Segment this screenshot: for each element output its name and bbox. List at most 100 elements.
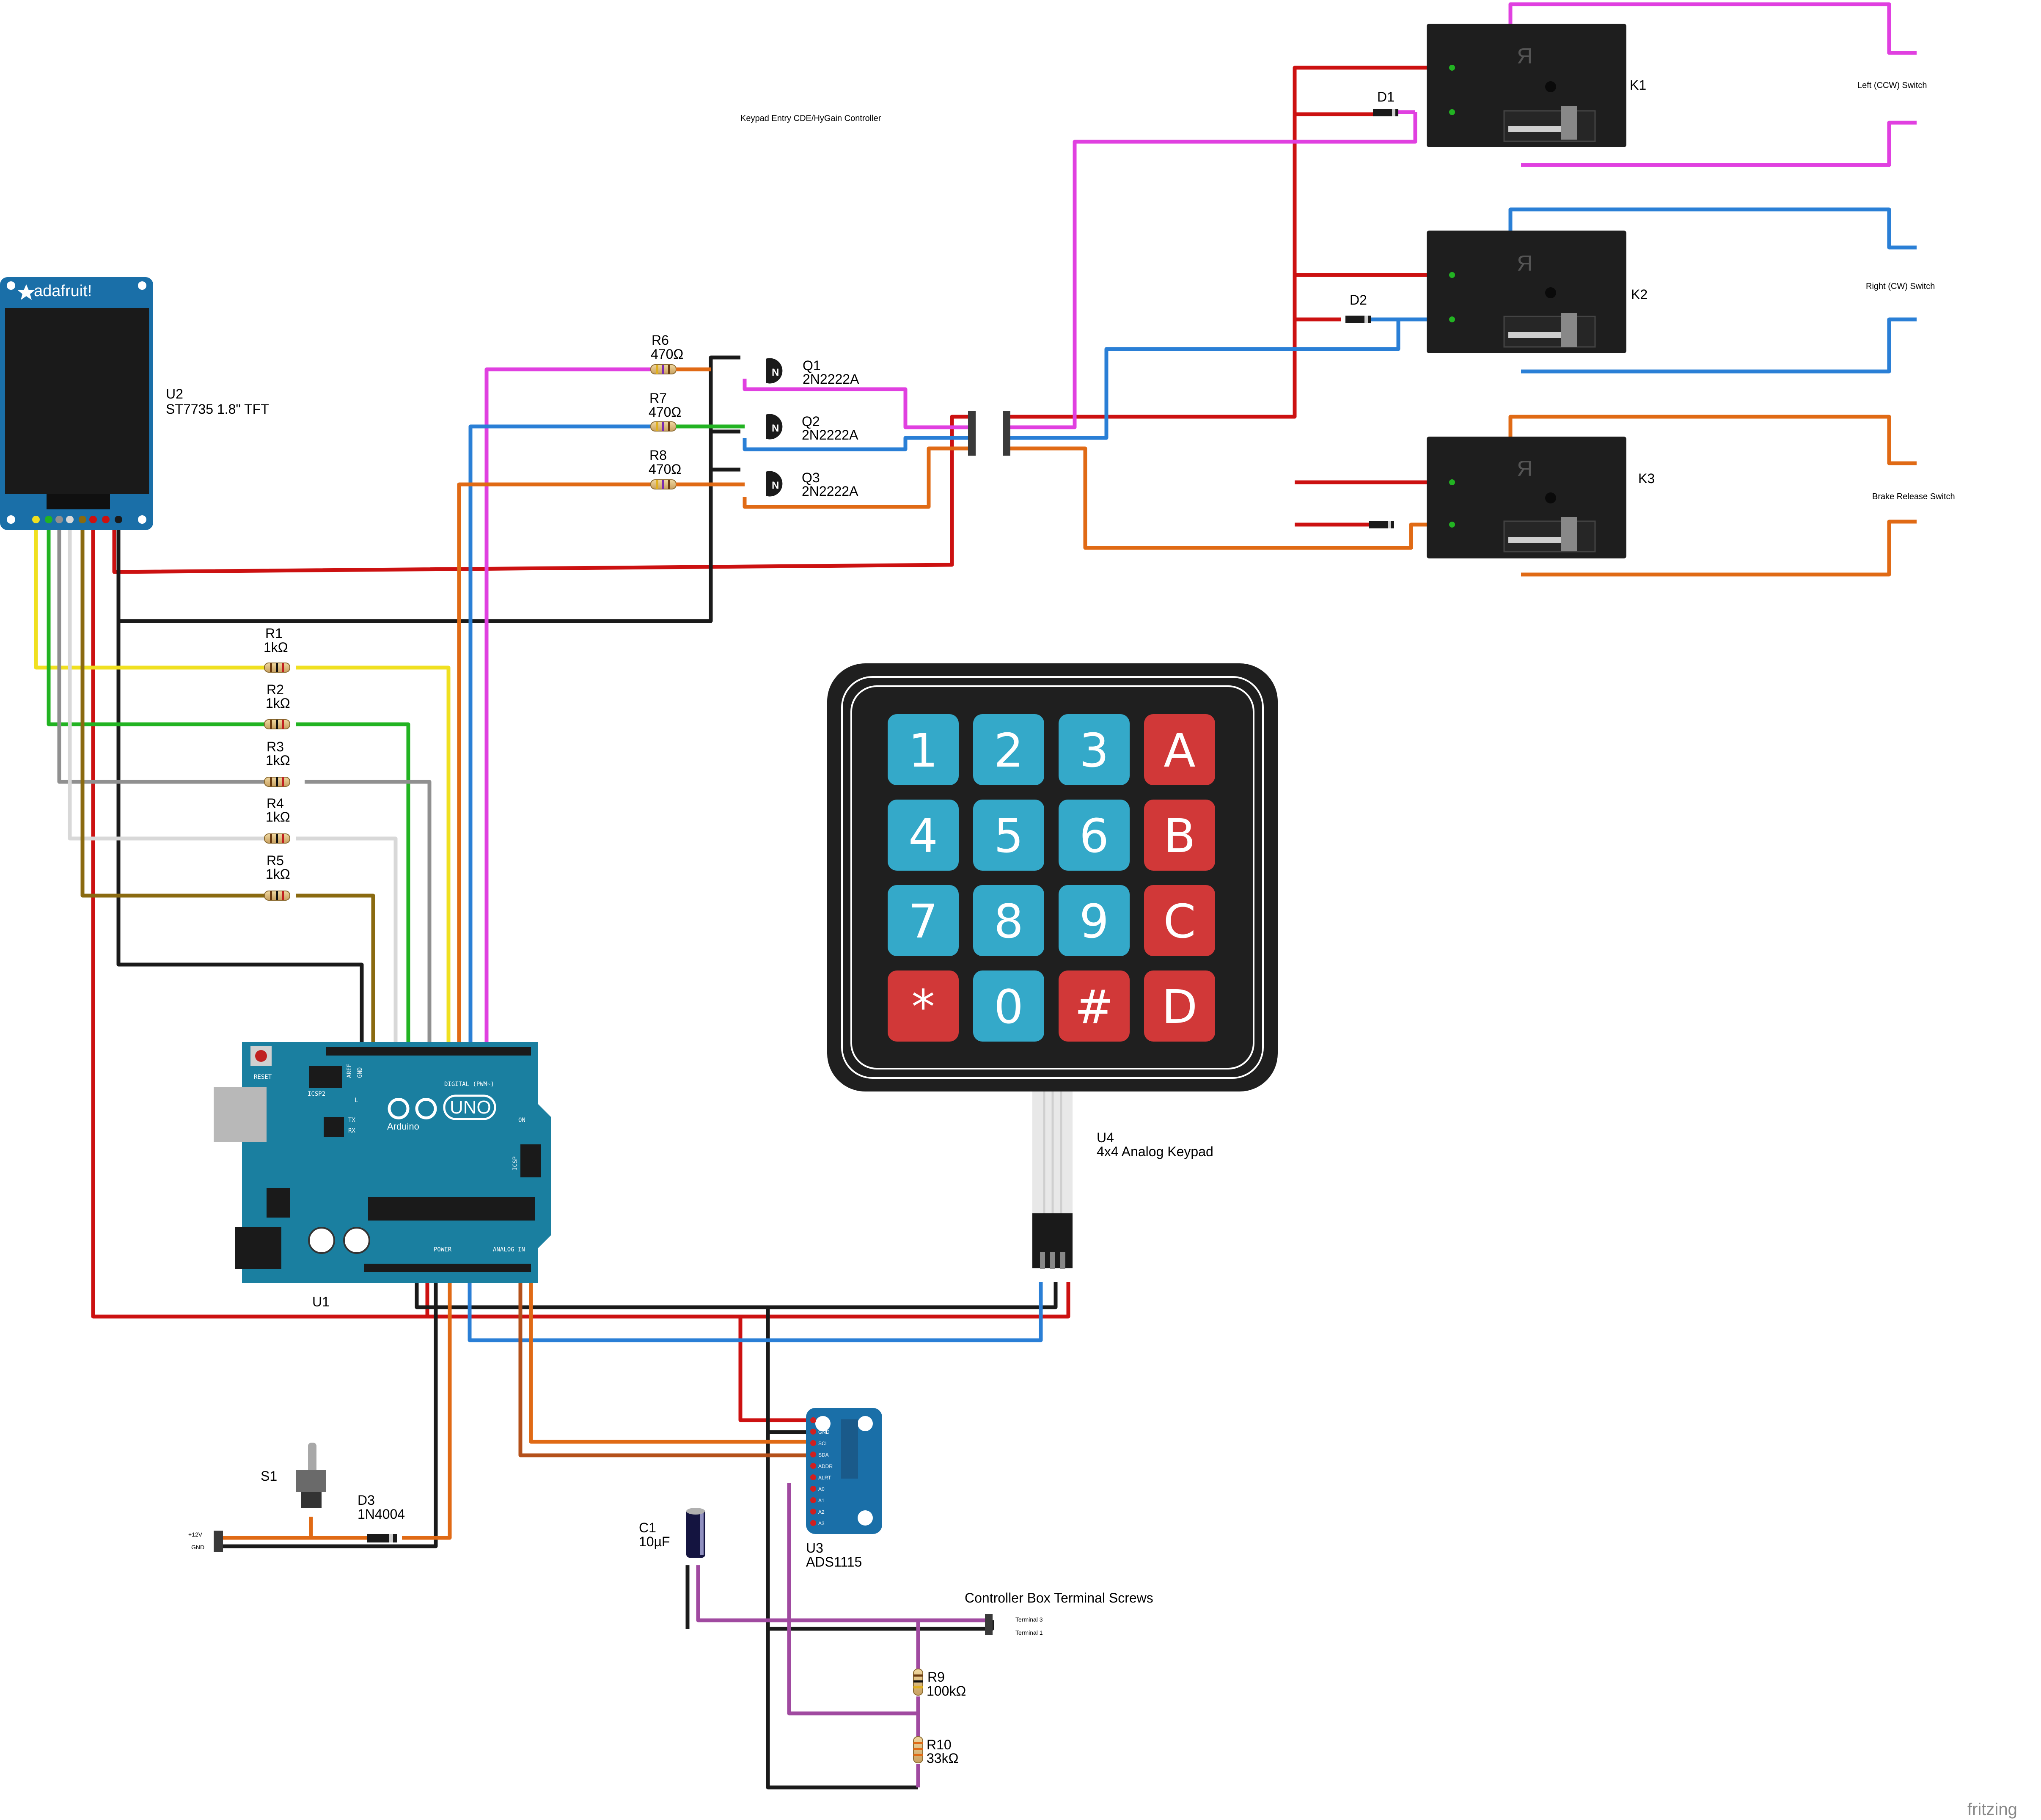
- wire-pink-ccw: [1508, 2, 1917, 167]
- adc-pin: [810, 1440, 816, 1446]
- adc-pin: [810, 1463, 816, 1469]
- keypad-key-2-2: [1059, 885, 1130, 956]
- arduino-power-label: POWER: [434, 1246, 452, 1253]
- relay-k3: Я: [1427, 437, 1626, 558]
- wire-blue-r7: [468, 424, 654, 1049]
- tft-ref: U2: [166, 386, 183, 401]
- wire-blue-q2: [743, 436, 973, 451]
- terminal-3-label: Terminal 3: [1015, 1616, 1043, 1623]
- r5-ref: R5: [267, 853, 284, 868]
- keypad-name: 4x4 Analog Keypad: [1097, 1144, 1213, 1159]
- adc-pin-label: A0: [818, 1486, 825, 1492]
- adc-pin: [810, 1520, 816, 1526]
- keypad-key-label: 6: [1079, 809, 1109, 863]
- arduino-digital-label: DIGITAL (PWM~): [444, 1081, 494, 1088]
- resistor-r3: [264, 777, 290, 787]
- r10-ref: R10: [927, 1737, 952, 1752]
- r4-ref: R4: [267, 796, 284, 811]
- capacitor-c1: [686, 1508, 705, 1558]
- wire-red-relay-bus: [1005, 66, 1458, 527]
- adc-pin: [810, 1417, 816, 1423]
- r8-value: 470Ω: [649, 462, 681, 477]
- wire-brown: [80, 520, 375, 1049]
- adc-pin: [810, 1486, 816, 1492]
- keypad-key-1-1: [973, 800, 1044, 871]
- svg-text:Я: Я: [1517, 456, 1533, 481]
- transistor-q2: N: [766, 414, 783, 440]
- power-gnd-label: GND: [191, 1544, 204, 1551]
- keypad-ref: U4: [1097, 1130, 1114, 1145]
- r6-ref: R6: [652, 333, 669, 348]
- arduino-gnd-label: GND: [357, 1067, 363, 1078]
- wire-orange-vin: [218, 1267, 452, 1540]
- resistor-r9: [913, 1669, 923, 1696]
- adc-name: ADS1115: [806, 1554, 862, 1570]
- wire-orange-k3: [1005, 446, 1447, 550]
- k2-ref: K2: [1631, 287, 1648, 302]
- r2-ref: R2: [267, 682, 284, 697]
- adc-pin: [810, 1429, 816, 1435]
- resistor-r5: [264, 891, 290, 901]
- tft-pins: [32, 516, 122, 523]
- arduino-uno: UNO Arduino RESET ICSP2 L TX RX ON ICSP …: [214, 1042, 551, 1283]
- diode-d2: [1345, 316, 1371, 323]
- arduino-ref: U1: [312, 1294, 330, 1309]
- r6-value: 470Ω: [651, 346, 683, 362]
- star-icon: [18, 284, 35, 300]
- arduino-reset-label: RESET: [254, 1074, 272, 1080]
- keypad-key-label: 0: [994, 980, 1023, 1034]
- toggle-switch-s1: [296, 1443, 326, 1508]
- wire-purple: [696, 1483, 920, 1787]
- relays: Я K1 Я K2 Я K3: [1427, 24, 1655, 558]
- resistor-r7: [650, 421, 677, 432]
- keypad-key-2-3: [1144, 885, 1215, 956]
- resistor-r2: [264, 719, 290, 729]
- arduino-logo: UNO: [450, 1097, 491, 1118]
- adc-pin-label: ADDR: [818, 1463, 833, 1469]
- adc-pin: [810, 1452, 816, 1457]
- keypad-key-0-3: [1144, 714, 1215, 785]
- wire-blue-keypad: [468, 1267, 1043, 1342]
- left-switch-label: Left (CCW) Switch: [1857, 81, 1927, 90]
- svg-text:N: N: [772, 367, 779, 378]
- d3-ref: D3: [358, 1493, 375, 1508]
- wire-blue-cw: [1508, 207, 1917, 374]
- wire-pink-q1: [743, 379, 973, 429]
- keypad-key-label: #: [1075, 980, 1114, 1034]
- arduino-infinity-icon: [388, 1098, 437, 1119]
- adc-pin-label: A3: [818, 1520, 825, 1526]
- d1-ref: D1: [1377, 89, 1395, 104]
- r7-value: 470Ω: [649, 404, 681, 420]
- keypad-key-label: 4: [908, 809, 938, 863]
- adc-pin: [810, 1474, 816, 1480]
- q2-ref: Q2: [802, 414, 820, 429]
- r1-ref: R1: [265, 626, 283, 641]
- r5-value: 1kΩ: [266, 866, 290, 882]
- adc-pin-label: VDD: [818, 1418, 829, 1424]
- keypad-key-label: B: [1164, 809, 1195, 863]
- k1-ref: K1: [1630, 77, 1646, 93]
- svg-text:Я: Я: [1517, 251, 1533, 276]
- transistor-q1: N: [766, 358, 783, 384]
- keypad-key-3-1: [973, 970, 1044, 1042]
- keypad-key-0-0: [888, 714, 959, 785]
- svg-text:Я: Я: [1517, 44, 1533, 69]
- wire-orange-r8: [457, 482, 654, 1049]
- terminal-title: Controller Box Terminal Screws: [965, 1590, 1153, 1606]
- wire-sda: [518, 1267, 812, 1457]
- keypad-key-0-1: [973, 714, 1044, 785]
- svg-text:N: N: [772, 480, 779, 491]
- resistors-left: R1 1kΩ R2 1kΩ R3 1kΩ R4 1kΩ R5 1kΩ: [264, 626, 290, 901]
- wire-black-gnd-main: [216, 1267, 1058, 1790]
- resistor-r6: [650, 364, 677, 374]
- adc-pin: [810, 1509, 816, 1515]
- adc-pin-label: SCL: [818, 1441, 828, 1446]
- keypad-key-3-0: [888, 970, 959, 1042]
- arduino-tx-label: TX: [348, 1117, 355, 1124]
- q1-value: 2N2222A: [803, 371, 859, 387]
- wire-blue-k2: [1005, 317, 1447, 440]
- diode-d3: [367, 1534, 397, 1542]
- arduino-aref-label: AREF: [346, 1064, 353, 1078]
